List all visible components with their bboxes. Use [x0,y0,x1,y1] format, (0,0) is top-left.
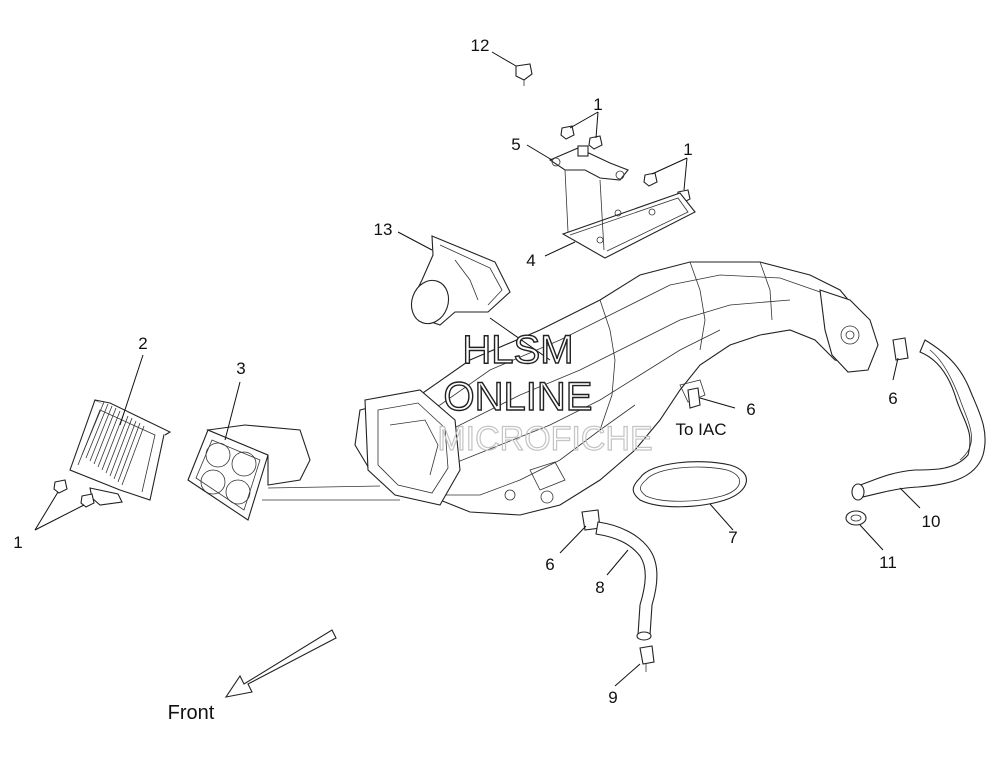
callout-6-right: 6 [888,389,897,408]
part-2-air-filter [69,399,172,506]
callout-4: 4 [526,251,535,270]
part-10-hose [851,339,986,501]
note-to-iac: To IAC [675,420,726,439]
callout-1-left: 1 [13,533,22,552]
intake-plenum [354,261,879,516]
part-6-fittings [581,337,909,531]
part-11-clamp [845,510,867,526]
part-7-gasket [632,461,747,508]
callout-10: 10 [922,512,941,531]
part-3-filter-adapter [187,424,400,521]
watermark-line2: ONLINE [444,375,593,419]
part-5-bracket [548,145,629,181]
part-9-fitting [639,645,655,672]
callout-6-low: 6 [545,555,554,574]
callout-1-right: 1 [683,140,692,159]
part-12-clip [515,63,533,86]
callout-12: 12 [471,36,490,55]
callout-3: 3 [236,359,245,378]
callout-13: 13 [374,220,393,239]
part-4-plate [561,169,696,259]
callout-2: 2 [138,334,147,353]
callout-7: 7 [728,528,737,547]
callout-8: 8 [595,578,604,597]
callout-9: 9 [608,688,617,707]
callout-5: 5 [511,135,520,154]
callout-6-mid: 6 [746,400,755,419]
callouts: 12 1 5 1 13 4 2 3 6 6 To IAC 10 7 1 6 8 … [13,36,940,724]
callout-11: 11 [879,553,897,572]
leader-lines [34,51,921,687]
watermark-line1: HLSM [462,328,573,372]
part-8-hose [595,521,658,641]
watermark-line3: MICROFICHE [437,420,652,458]
watermark: MICROFICHE HLSM ONLINE [437,327,654,458]
front-arrow [224,629,337,698]
part-13-boot [410,235,511,326]
part-1-bolts-left [53,479,95,508]
callout-1-top: 1 [593,95,602,114]
front-label: Front [168,702,215,724]
